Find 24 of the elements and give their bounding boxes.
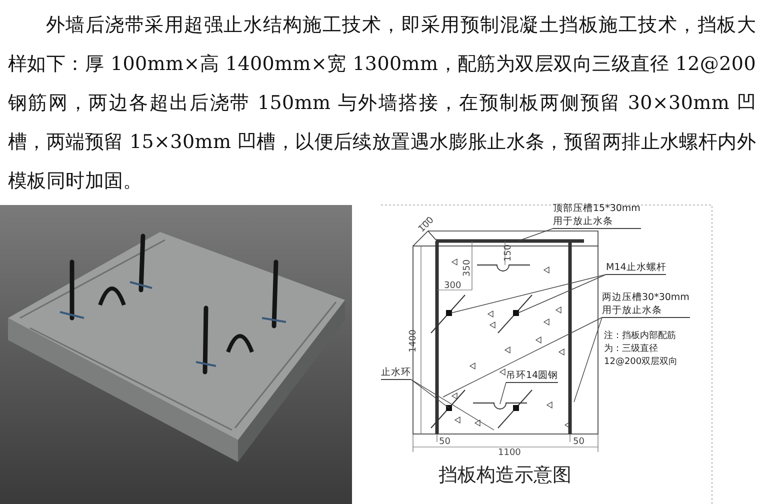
- callout-label: 吊环14圆钢: [506, 369, 558, 383]
- paragraph: 外墙后浇带采用超强止水结构施工技术，即采用预制混凝土挡板施工技术，挡板大样如下：厚 100mm×高 1400mm×宽 1300mm，配筋为双层双向三级直径 12@200 钢筋网，两边各超出后浇带 150mm 与外墙搭接，在预制板两侧预留 30×30mm 凹槽，两端预留 15×30mm 凹槽，以便后续放置遇水膨胀止水条，预留两排止水螺杆内外模板同时加固。: [8, 13, 756, 194]
- leader-line: [410, 379, 494, 430]
- callout-label: 止水环: [381, 366, 411, 380]
- callout-label: 顶部压槽15*30mm用于放止水条: [553, 202, 641, 229]
- dimension-label: 1400: [408, 330, 418, 352]
- callout-label: M14止水螺杆: [606, 261, 666, 275]
- note-text: 注：挡板内部配筋为：三级直径12@200双层双向: [604, 330, 679, 369]
- leader-line: [500, 382, 506, 404]
- figure-caption: 挡板构造示意图: [438, 463, 572, 488]
- leader-line: [518, 228, 554, 242]
- dimension-label: 50: [439, 437, 450, 447]
- dimension-label: 300: [444, 281, 462, 291]
- dimension-label: 1100: [498, 448, 521, 458]
- leader-line: [450, 274, 606, 314]
- leader-line: [518, 274, 606, 314]
- dimension-label: 150: [504, 244, 514, 262]
- callout-label: 两边压槽30*30mm用于放止水条: [602, 291, 690, 318]
- leader-line: [410, 379, 450, 408]
- leader-line: [442, 317, 602, 398]
- dimension-label: 50: [573, 437, 584, 447]
- dimension-label: 100: [416, 215, 436, 235]
- dimension-label: 350: [462, 259, 473, 277]
- leader-line: [574, 317, 602, 402]
